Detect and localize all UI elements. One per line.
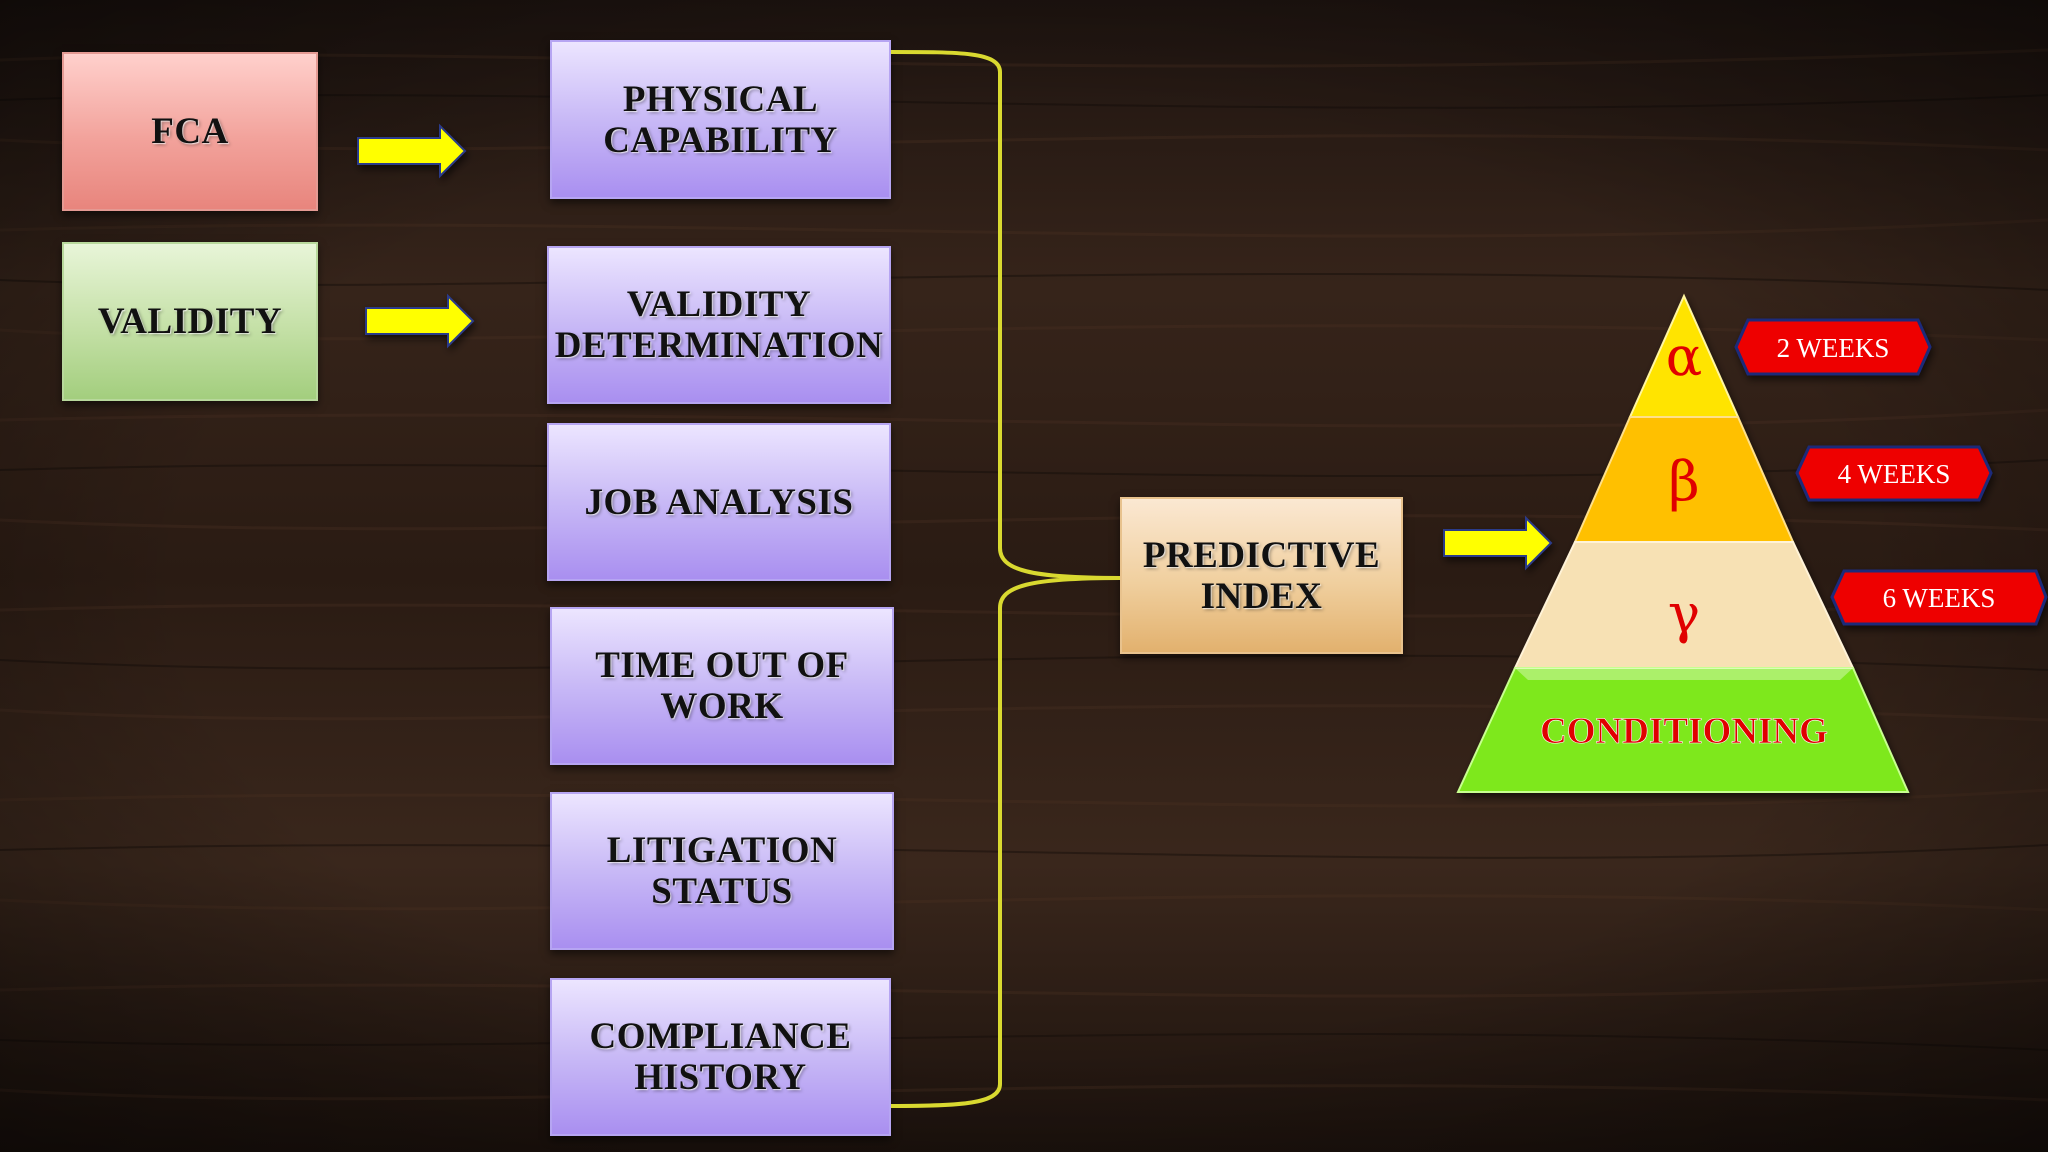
predictive-index-box: PREDICTIVE INDEX — [1120, 497, 1403, 654]
validity-label: VALIDITY — [97, 301, 283, 342]
compliance-history-label: COMPLIANCE HISTORY — [589, 1016, 852, 1098]
time-out-of-work-label: TIME OUT OF WORK — [595, 645, 849, 727]
litigation-status-box: LITIGATION STATUS — [550, 792, 894, 950]
validity-box: VALIDITY — [62, 242, 318, 401]
predictive-index-label: PREDICTIVE INDEX — [1142, 534, 1381, 617]
physical-capability-label: PHYSICAL CAPABILITY — [603, 78, 838, 161]
validity-determination-label: VALIDITY DETERMINATION — [554, 284, 884, 366]
time-out-of-work-box: TIME OUT OF WORK — [550, 607, 894, 765]
job-analysis-box: JOB ANALYSIS — [547, 423, 891, 581]
validity-determination-box: VALIDITY DETERMINATION — [547, 246, 891, 404]
fca-box: FCA — [62, 52, 318, 211]
physical-capability-box: PHYSICAL CAPABILITY — [550, 40, 891, 199]
litigation-status-label: LITIGATION STATUS — [606, 830, 838, 912]
job-analysis-label: JOB ANALYSIS — [584, 481, 854, 523]
fca-label: FCA — [151, 111, 229, 152]
compliance-history-box: COMPLIANCE HISTORY — [550, 978, 891, 1136]
